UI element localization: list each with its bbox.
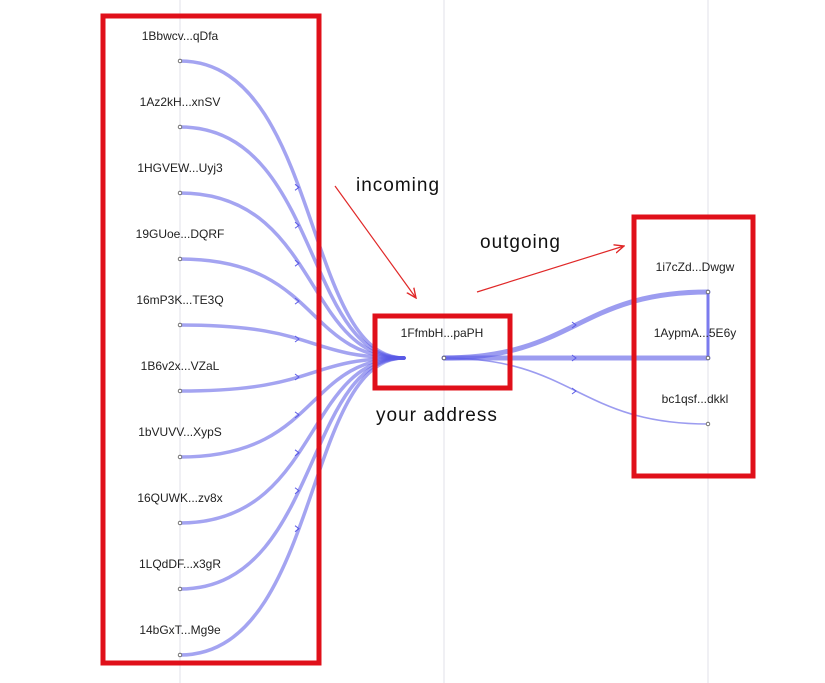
flow-direction-chevron xyxy=(294,411,300,419)
incoming-flow xyxy=(178,59,406,360)
flow-direction-chevron xyxy=(571,321,577,329)
input-address-label[interactable]: 1Az2kH...xnSV xyxy=(140,95,221,109)
input-node[interactable] xyxy=(177,520,183,526)
outputs-highlight-box xyxy=(631,214,756,479)
flow-direction-chevron xyxy=(294,221,300,229)
center-node[interactable] xyxy=(441,355,447,361)
input-node[interactable] xyxy=(177,58,183,64)
incoming-flow xyxy=(178,323,406,360)
input-node[interactable] xyxy=(177,388,183,394)
input-node[interactable] xyxy=(177,652,183,658)
input-address-label[interactable]: 1LQdDF...x3gR xyxy=(139,557,221,571)
incoming-annotation: incoming xyxy=(356,175,440,196)
your-address-highlight-box xyxy=(372,313,513,391)
flow-direction-chevron xyxy=(294,183,300,191)
output-node[interactable] xyxy=(705,289,711,295)
incoming-flows xyxy=(178,59,406,657)
input-node[interactable] xyxy=(177,124,183,130)
address-nodes: 1Bbwcv...qDfa 1Az2kH...xnSV 1HGVEW...Uyj3 1… xyxy=(136,29,737,658)
column-gridlines xyxy=(179,0,709,683)
output-address-label[interactable]: 1AypmA...5E6y xyxy=(654,326,737,340)
input-address-label[interactable]: 14bGxT...Mg9e xyxy=(139,623,221,637)
flow-direction-chevron xyxy=(571,354,577,362)
inputs-highlight-box xyxy=(100,13,322,666)
incoming-flow xyxy=(178,356,406,459)
flow-direction-chevron xyxy=(294,525,300,533)
flow-direction-chevron xyxy=(294,487,300,495)
output-address-label[interactable]: bc1qsf...dkkl xyxy=(662,392,729,406)
outgoing-flows xyxy=(441,289,711,425)
incoming-flow xyxy=(178,356,406,591)
incoming-flow xyxy=(178,257,406,360)
input-address-label[interactable]: 1bVUVV...XypS xyxy=(138,425,222,439)
output-node[interactable] xyxy=(705,355,711,361)
flow-direction-chevron xyxy=(294,259,300,267)
input-address-label[interactable]: 16QUWK...zv8x xyxy=(137,491,222,505)
input-address-label[interactable]: 1HGVEW...Uyj3 xyxy=(137,161,223,175)
outgoing-annotation: outgoing xyxy=(480,232,561,253)
input-address-label[interactable]: 16mP3K...TE3Q xyxy=(136,293,223,307)
your-address-annotation: your address xyxy=(376,405,498,426)
flow-direction-chevron xyxy=(294,335,300,343)
input-node[interactable] xyxy=(177,454,183,460)
output-node[interactable] xyxy=(705,421,711,427)
outgoing-arrow xyxy=(476,246,624,293)
input-node[interactable] xyxy=(177,586,183,592)
incoming-flow xyxy=(178,356,406,525)
output-address-label[interactable]: 1i7cZd...Dwgw xyxy=(656,260,735,274)
input-node[interactable] xyxy=(177,190,183,196)
flow-direction-chevron xyxy=(294,297,300,305)
center-address-label[interactable]: 1FfmbH...paPH xyxy=(401,326,484,340)
input-node[interactable] xyxy=(177,256,183,262)
incoming-flow xyxy=(178,356,406,657)
incoming-flow xyxy=(178,356,406,393)
incoming-flow xyxy=(178,125,406,360)
flow-direction-chevron xyxy=(571,387,577,395)
flow-direction-chevron xyxy=(294,449,300,457)
input-address-label[interactable]: 1Bbwcv...qDfa xyxy=(142,29,219,43)
input-node[interactable] xyxy=(177,322,183,328)
incoming-arrow xyxy=(334,185,416,298)
input-address-label[interactable]: 1B6v2x...VZaL xyxy=(141,359,220,373)
input-address-label[interactable]: 19GUoe...DQRF xyxy=(136,227,225,241)
incoming-flow xyxy=(178,191,406,360)
flow-direction-chevron xyxy=(294,373,300,381)
